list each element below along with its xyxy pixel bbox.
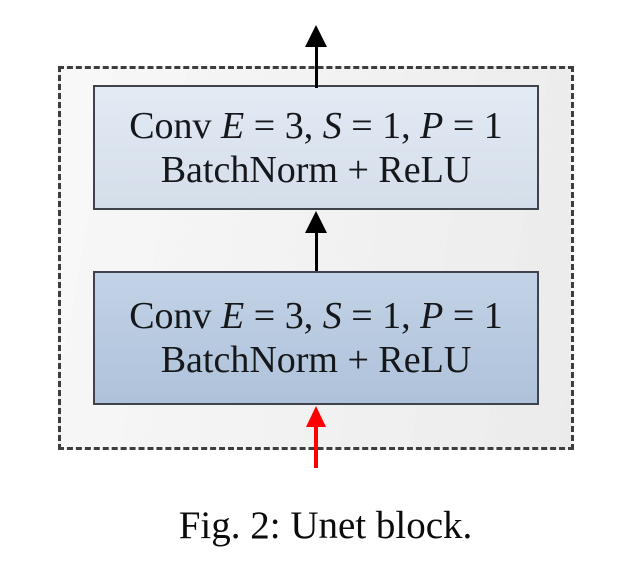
param-p: P bbox=[420, 104, 444, 147]
arrow-shaft bbox=[314, 427, 318, 468]
up-arrowhead-icon bbox=[306, 406, 326, 427]
batchnorm-relu-line: BatchNorm + ReLU bbox=[160, 339, 472, 381]
arrow-shaft bbox=[314, 47, 318, 88]
conv-block-top: Conv E = 3, S = 1, P = 1 BatchNorm + ReL… bbox=[93, 85, 539, 210]
param-e: E bbox=[221, 104, 245, 147]
figure-caption: Fig. 2: Unet block. bbox=[178, 504, 473, 547]
conv-params-line: Conv E = 3, S = 1, P = 1 bbox=[129, 294, 503, 338]
param-s-value: = 1, bbox=[341, 104, 421, 147]
conv-block-bottom: Conv E = 3, S = 1, P = 1 BatchNorm + ReL… bbox=[93, 271, 539, 405]
conv-label: Conv bbox=[129, 104, 222, 147]
param-s: S bbox=[322, 295, 342, 337]
arrow-shaft bbox=[314, 233, 318, 271]
up-arrowhead-icon bbox=[305, 25, 327, 47]
output-arrow bbox=[305, 25, 327, 88]
conv-label: Conv bbox=[129, 295, 222, 337]
param-p-value: = 1 bbox=[443, 295, 503, 337]
param-e: E bbox=[221, 295, 245, 337]
param-p-value: = 1 bbox=[443, 104, 503, 147]
input-arrow bbox=[306, 406, 326, 468]
param-e-value: = 3, bbox=[244, 295, 323, 337]
param-e-value: = 3, bbox=[244, 104, 323, 147]
conv-params-line: Conv E = 3, S = 1, P = 1 bbox=[129, 104, 503, 148]
param-s-value: = 1, bbox=[341, 295, 421, 337]
between-blocks-arrow bbox=[305, 211, 327, 271]
param-s: S bbox=[322, 104, 342, 147]
param-p: P bbox=[420, 295, 444, 337]
up-arrowhead-icon bbox=[305, 211, 327, 233]
batchnorm-relu-line: BatchNorm + ReLU bbox=[160, 148, 472, 191]
